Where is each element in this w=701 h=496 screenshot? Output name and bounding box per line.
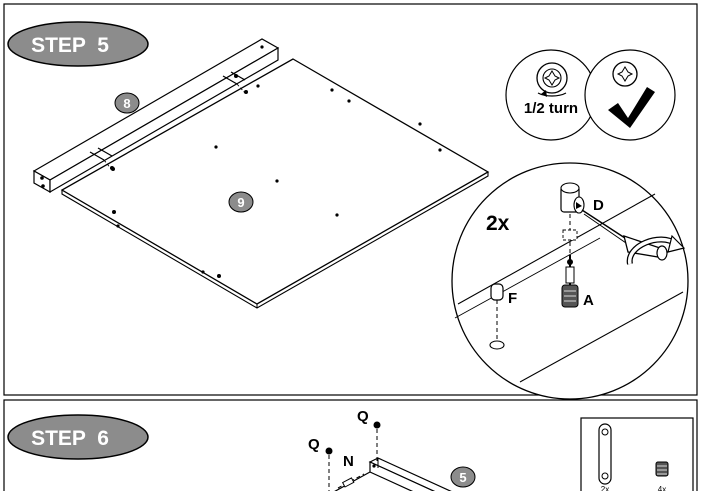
dowel-n xyxy=(337,473,365,489)
step6-badge: STEP 6 xyxy=(7,414,149,460)
locked-hint xyxy=(584,49,676,141)
screw-part-icon xyxy=(655,461,669,477)
label-d: D xyxy=(593,197,604,214)
part-badge-8: 8 xyxy=(114,92,140,114)
parts-qty-right: 4x xyxy=(658,485,666,491)
label-a: A xyxy=(583,292,594,309)
part-badge-5: 5 xyxy=(450,466,476,488)
half-turn-hint: 1/2 turn xyxy=(505,49,597,141)
cam-bolt-part-icon xyxy=(598,423,612,485)
part-badge-9: 9 xyxy=(228,191,254,213)
dowel-f xyxy=(489,283,505,350)
step6-label: STEP 6 xyxy=(31,427,109,450)
cam-fitting-d xyxy=(560,182,585,214)
step6-drawing: Q Q N 5 xyxy=(308,408,476,496)
label-q-top: Q xyxy=(357,408,369,425)
checkmark-icon xyxy=(608,87,655,128)
panel-9: 9 xyxy=(60,58,490,309)
label-f: F xyxy=(508,290,517,307)
parts-qty-left: 2x xyxy=(601,485,609,491)
half-turn-label: 1/2 turn xyxy=(524,100,578,117)
dowel-q-top xyxy=(373,421,381,462)
label-q-left: Q xyxy=(308,436,320,453)
step5-frame xyxy=(3,3,698,396)
label-n: N xyxy=(343,453,354,470)
detail-zoom: 2x D xyxy=(451,162,689,400)
step5-badge: STEP 5 xyxy=(7,21,149,67)
dowel-q-left xyxy=(325,447,333,491)
cam-lock-icon xyxy=(536,62,568,97)
part-label-5: 5 xyxy=(459,470,466,485)
step6-parts-box: 2x 4x xyxy=(580,417,694,496)
step5-label: STEP 5 xyxy=(31,34,109,57)
part-label-8: 8 xyxy=(123,96,130,111)
screwdriver-icon xyxy=(581,209,686,265)
cam-bolt-a xyxy=(561,255,579,308)
detail-quantity: 2x xyxy=(486,212,510,235)
cam-lock-locked-icon xyxy=(612,61,638,87)
rail-8: 8 xyxy=(32,38,280,194)
part-label-9: 9 xyxy=(237,195,244,210)
